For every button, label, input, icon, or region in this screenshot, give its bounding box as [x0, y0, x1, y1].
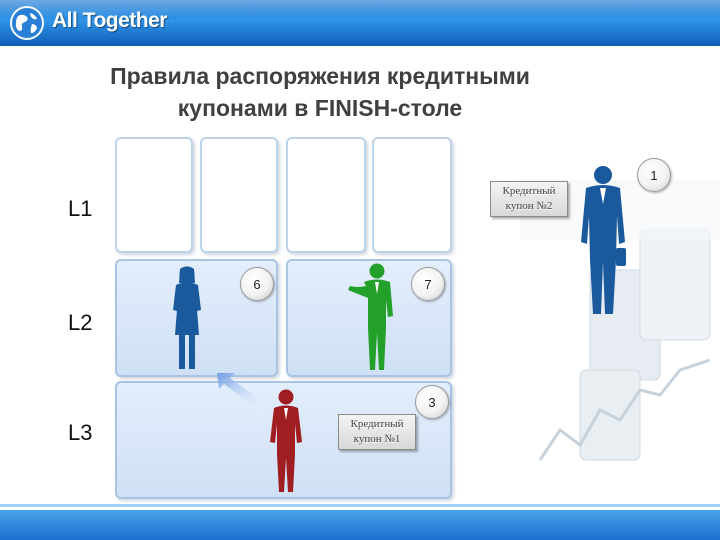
- credit-coupon-1: Кредитный купон №1: [338, 414, 416, 450]
- title-line-2: купонами в FINISH-столе: [177, 95, 463, 121]
- businessman-icon: [581, 166, 626, 314]
- cell-l1-1: [115, 137, 193, 253]
- cell-l1-3: [286, 137, 366, 253]
- cell-l1-4: [372, 137, 452, 253]
- coupon-2-line-1: Кредитный: [502, 185, 556, 197]
- slide-title: Правила распоряжения кредитными купонами…: [60, 60, 580, 124]
- cell-l1-2: [200, 137, 278, 253]
- footer-bar: [0, 510, 720, 540]
- globe-icon: [10, 6, 44, 40]
- badge-6: 6: [240, 267, 274, 301]
- businessman-icon: [348, 263, 393, 370]
- coupon-2-line-2: купон №2: [505, 200, 553, 212]
- footer-line: [0, 504, 720, 507]
- level-label-l1: L1: [68, 196, 93, 221]
- badge-3: 3: [415, 385, 449, 419]
- arrow-icon: [217, 373, 270, 413]
- header-gloss: [0, 0, 720, 18]
- credit-coupon-2: Кредитный купон №2: [490, 181, 568, 217]
- businesswoman-icon: [173, 266, 201, 369]
- logo-text: All Together: [52, 9, 167, 32]
- title-line-1: Правила распоряжения кредитными: [110, 63, 530, 89]
- badge-7: 7: [411, 267, 445, 301]
- coupon-1-line-1: Кредитный: [350, 418, 404, 430]
- level-label-l3: L3: [68, 420, 93, 445]
- businessman-icon: [270, 389, 302, 492]
- coupon-1-line-2: купон №1: [353, 433, 401, 445]
- header-bar: All Together: [0, 0, 720, 46]
- level-label-l2: L2: [68, 310, 93, 335]
- badge-1: 1: [637, 158, 671, 192]
